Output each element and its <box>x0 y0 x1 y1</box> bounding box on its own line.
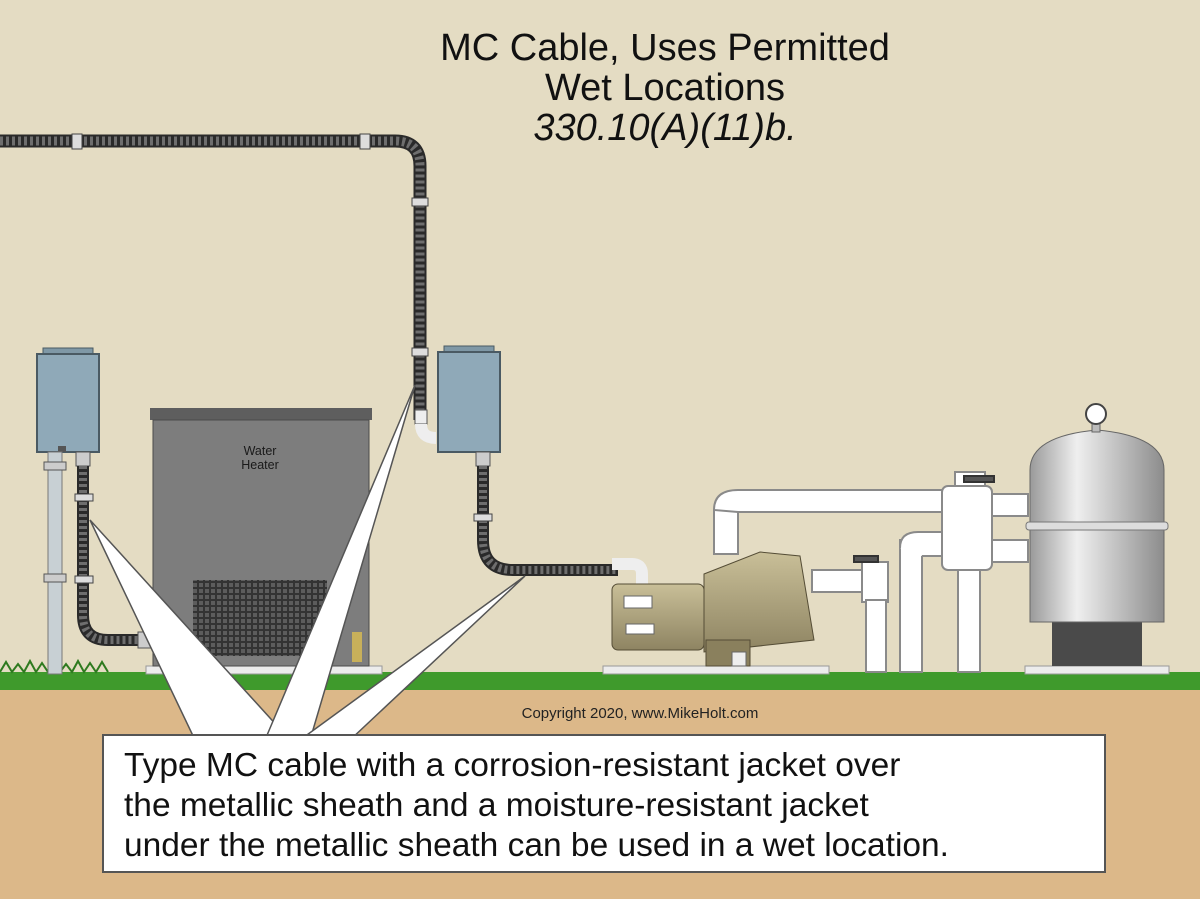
title-line-2: Wet Locations <box>544 67 786 109</box>
diagram-title: MC Cable, Uses Permitted Wet Locations 3… <box>300 28 1030 148</box>
water-heater-label-line-1: Water <box>243 444 277 458</box>
middle-disconnect-box <box>437 345 501 467</box>
code-reference: 330.10(A)(11)b. <box>533 107 797 149</box>
copyright-text: Copyright 2020, www.MikeHolt.com <box>521 705 759 722</box>
water-heater-label-line-2: Heater <box>241 458 279 472</box>
water-heater-label: Water Heater <box>215 444 305 472</box>
mc-cable-overhead <box>0 133 437 444</box>
filter-tank <box>1024 403 1170 675</box>
callout-line-3: under the metallic sheath can be used in… <box>124 827 949 864</box>
callout-line-1: Type MC cable with a corrosion-resistant… <box>124 747 901 784</box>
callout-pointers <box>89 384 526 741</box>
pvc-piping <box>712 471 1029 673</box>
title-line-1: MC Cable, Uses Permitted <box>440 27 890 69</box>
mc-cable-pump <box>473 466 648 584</box>
water-heater <box>145 408 383 675</box>
pool-pump <box>602 551 830 675</box>
callout-line-2: the metallic sheath and a moisture-resis… <box>124 787 869 824</box>
callout-box: Type MC cable with a corrosion-resistant… <box>102 734 1106 873</box>
left-disconnect-box <box>36 347 100 675</box>
